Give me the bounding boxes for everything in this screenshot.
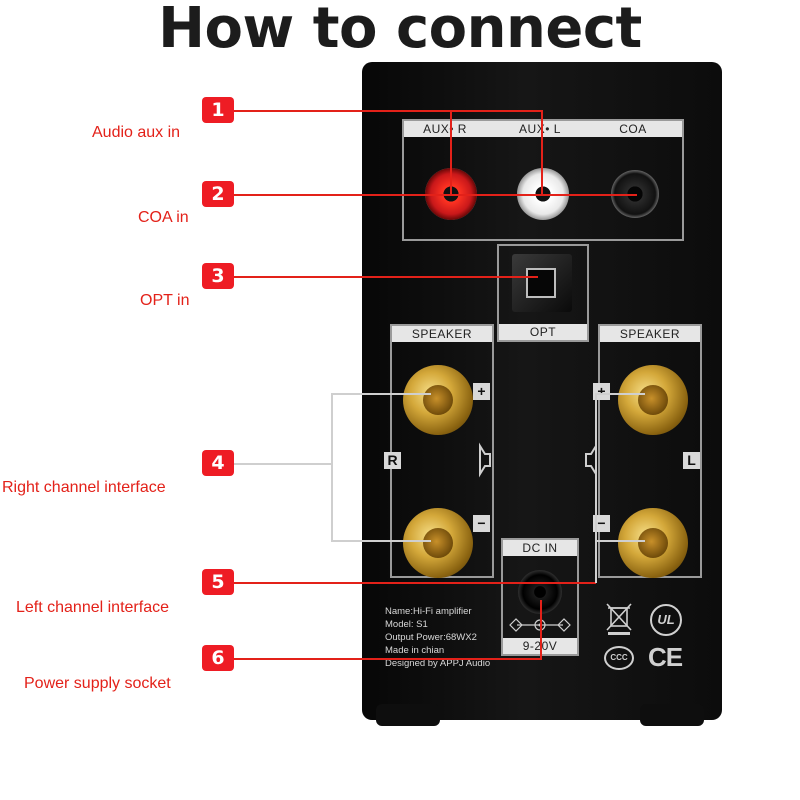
plus-sign-left-channel: +	[593, 383, 610, 400]
aux-r-label: AUX• R	[423, 122, 467, 136]
binding-post-r-plus[interactable]	[403, 365, 473, 435]
spec-name: Name:Hi-Fi amplifier	[385, 606, 472, 617]
ce-mark-icon: CE	[648, 642, 683, 672]
callout-badge-6: 6	[202, 645, 234, 671]
input-header-bar	[404, 121, 682, 137]
spec-output-power: Output Power:68WX2	[385, 632, 477, 643]
callout-line-6	[232, 658, 542, 660]
binding-post-r-minus[interactable]	[403, 508, 473, 578]
callout-bracket-4-bottom	[331, 540, 431, 542]
callout-bracket-5	[595, 393, 597, 583]
speaker-header-right: SPEAKER	[600, 326, 700, 342]
callout-label-5: Left channel interface	[16, 599, 169, 616]
device-foot-left	[376, 704, 440, 726]
callout-bracket-4	[331, 393, 333, 541]
ccc-mark-icon: CCC	[604, 646, 634, 670]
speaker-icon-right	[479, 442, 491, 478]
callout-badge-1: 1	[202, 97, 234, 123]
callout-label-4: Right channel interface	[2, 479, 166, 496]
callout-badge-5: 5	[202, 569, 234, 595]
callout-line-2	[232, 194, 637, 196]
callout-line-6-rise	[540, 600, 542, 660]
device-foot-right	[640, 704, 704, 726]
aux-l-label: AUX• L	[519, 122, 561, 136]
callout-line-1-drop-r	[450, 110, 452, 195]
channel-r-label: R	[384, 452, 401, 469]
channel-l-label: L	[683, 452, 700, 469]
ul-mark-icon: UL	[650, 604, 682, 636]
opt-label: OPT	[499, 324, 587, 340]
opt-port[interactable]	[512, 254, 572, 312]
plus-sign-right-channel: +	[473, 383, 490, 400]
callout-badge-2: 2	[202, 181, 234, 207]
page-title: How to connect	[158, 0, 642, 61]
minus-sign-left-channel: −	[593, 515, 610, 532]
callout-label-3: OPT in	[140, 292, 190, 309]
callout-label-1: Audio aux in	[92, 124, 181, 141]
callout-bracket-5-bottom	[595, 540, 645, 542]
callout-label-6: Power supply socket	[24, 675, 171, 692]
callout-bracket-4-top	[331, 393, 431, 395]
speaker-header-left: SPEAKER	[392, 326, 492, 342]
callout-line-1	[232, 110, 543, 112]
weee-bin-icon	[606, 603, 632, 635]
input-panel	[402, 119, 684, 241]
coa-label: COA	[619, 122, 647, 136]
binding-post-l-minus[interactable]	[618, 508, 688, 578]
callout-line-4	[232, 463, 332, 465]
dc-in-label: DC IN	[503, 540, 577, 556]
callout-bracket-5-top	[595, 393, 645, 395]
minus-sign-right-channel: −	[473, 515, 490, 532]
binding-post-l-plus[interactable]	[618, 365, 688, 435]
opt-port-window	[526, 268, 556, 298]
callout-label-2: COA in	[138, 209, 189, 226]
callout-line-5	[232, 582, 596, 584]
spec-designed-by: Designed by APPJ Audio	[385, 658, 491, 669]
spec-made-in: Made in chian	[385, 645, 445, 656]
callout-badge-4: 4	[202, 450, 234, 476]
opt-panel	[497, 244, 589, 342]
callout-line-1-drop	[541, 110, 543, 195]
callout-line-3	[232, 276, 538, 278]
callout-badge-3: 3	[202, 263, 234, 289]
spec-model: Model: S1	[385, 619, 428, 630]
